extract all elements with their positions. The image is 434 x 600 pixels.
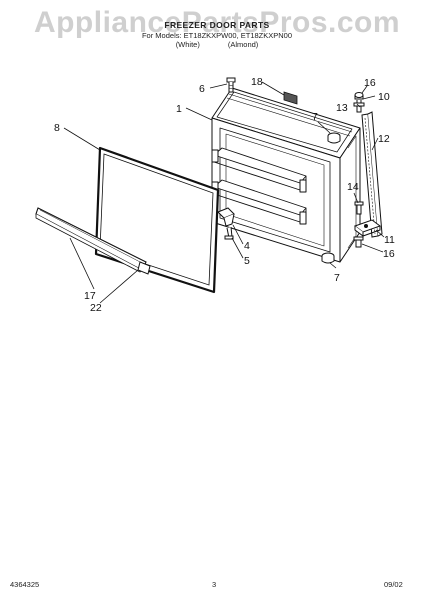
callout-numbers: 1 6 18 7 16 13 10 12 14 11 16 8 4 5 7 17…: [54, 76, 395, 314]
callout-10: 10: [378, 91, 390, 103]
callout-17: 17: [84, 290, 96, 302]
screw-part-16-lower: [353, 236, 364, 248]
hinge-bar-part: [361, 111, 383, 238]
callout-5: 5: [244, 255, 250, 267]
watermark: AppliancePartsPros.com: [33, 6, 401, 39]
plug-part-lower: [321, 252, 335, 264]
revision-date: 09/02: [384, 580, 403, 589]
screw-part-6: [226, 77, 236, 93]
callout-11: 11: [384, 234, 395, 246]
callout-12: 12: [378, 133, 390, 145]
callout-13: 13: [336, 102, 348, 114]
callout-8: 8: [54, 122, 60, 134]
callout-6: 6: [199, 83, 205, 95]
color-white-label: (White): [175, 40, 200, 49]
diagram-title: FREEZER DOOR PARTS: [164, 20, 270, 30]
callout-7-lower: 7: [334, 272, 340, 284]
callout-22: 22: [90, 302, 102, 314]
callout-4: 4: [244, 240, 250, 252]
model-numbers: For Models: ET18ZKXPW00, ET18ZKXPN00: [141, 31, 293, 40]
model-colors: (White) (Almond): [0, 40, 434, 49]
callout-7-upper: 7: [312, 111, 318, 123]
lower-hinge-part: [353, 219, 382, 237]
handle-bracket-part: [217, 207, 235, 240]
screw-part-14: [354, 201, 364, 215]
callout-16-lower: 16: [383, 248, 395, 260]
plug-part-upper: [327, 132, 341, 144]
callout-14: 14: [347, 181, 359, 193]
callout-1: 1: [176, 103, 182, 115]
document-number: 4364325: [10, 580, 40, 589]
callout-16-upper: 16: [364, 77, 376, 89]
callout-leader-lines: [63, 81, 385, 304]
callout-18: 18: [251, 76, 263, 88]
color-almond-label: (Almond): [227, 40, 259, 49]
upper-hinge-hardware: [353, 92, 365, 113]
page-number: 3: [212, 580, 217, 589]
door-handle-part: [35, 207, 151, 275]
freezer-door-part: [211, 87, 361, 263]
label-part: [283, 91, 298, 105]
door-gasket-part: [94, 146, 220, 294]
